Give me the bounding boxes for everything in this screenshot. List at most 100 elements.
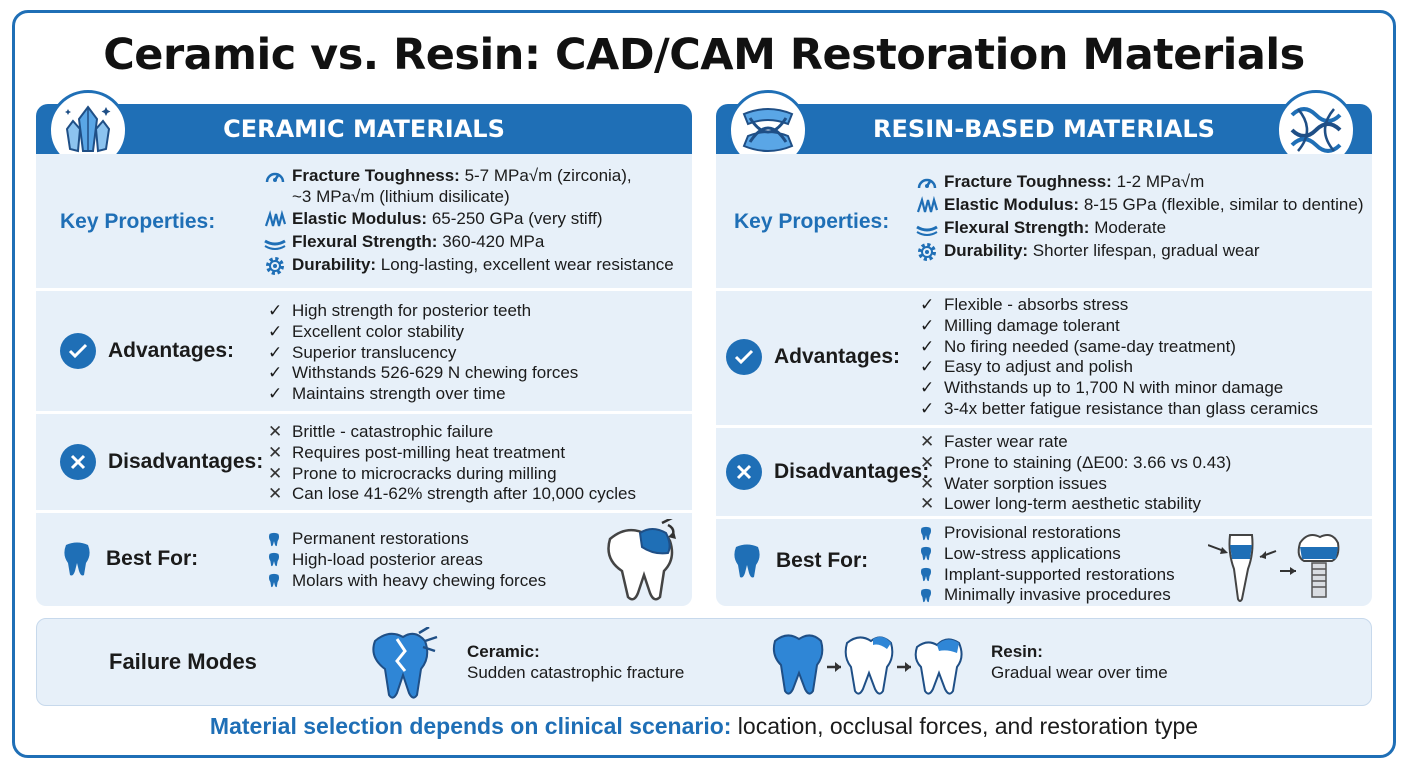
failure-resin-text: Resin: Gradual wear over time: [991, 641, 1168, 683]
ceramic-property-fracture: Fracture Toughness: 5-7 MPa√m (zirconia)…: [264, 166, 674, 208]
tooth-bullet-icon: [268, 571, 292, 591]
list-item: ✓Milling damage tolerant: [920, 316, 1318, 337]
list-item: ✕ Requires post-milling heat treatment: [268, 443, 636, 464]
check-icon: ✓: [920, 357, 935, 377]
failure-resin-desc: Gradual wear over time: [991, 663, 1168, 682]
ceramic-advantages-label: Advantages:: [60, 333, 234, 369]
resin-disadvantages-title: Disadvantages:: [774, 460, 930, 483]
gear-icon: [264, 255, 292, 277]
resin-property-elastic: Elastic Modulus: 8-15 GPa (flexible, sim…: [916, 195, 1364, 217]
list-item: ✕Prone to staining (ΔE00: 3.66 vs 0.43): [920, 453, 1231, 474]
property-value: 360-420 MPa: [442, 231, 545, 251]
list-item: ✕Brittle - catastrophic failure: [268, 422, 636, 443]
spring-icon: [264, 209, 292, 231]
list-item: Molars with heavy chewing forces: [268, 571, 546, 592]
list-item: ✓Withstands 526-629 N chewing forces: [268, 363, 578, 384]
gear-icon: [916, 241, 944, 263]
x-icon: ✕: [920, 494, 935, 514]
check-icon: ✓: [268, 342, 283, 362]
check-icon: ✓: [268, 301, 283, 320]
resin-panel: RESIN-BASED MATERIALS Key Properties: Fr…: [716, 90, 1372, 606]
tooth-icon: [732, 543, 762, 579]
disadvantage-text: Requires post-milling heat treatment: [292, 442, 566, 462]
list-item: ✕ Can lose 41-62% strength after 10,000 c…: [268, 484, 636, 505]
x-icon: ✕: [268, 442, 283, 462]
footer-lead: Material selection depends on clinical s…: [209, 713, 732, 739]
bestfor-text: Implant-supported restorations: [944, 564, 1175, 584]
resin-bestfor-list: Provisional restorations Low-stress appl…: [920, 523, 1175, 606]
list-item: ✕Lower long-term aesthetic stability: [920, 494, 1231, 515]
gauge-icon: [264, 166, 292, 188]
crowned-molar-icon: [596, 519, 686, 605]
bestfor-text: Provisional restorations: [944, 523, 1121, 542]
list-item: Low-stress applications: [920, 544, 1175, 565]
list-item: ✓High strength for posterior teeth: [268, 301, 578, 322]
ceramic-bestfor-list: Permanent restorations High-load posteri…: [268, 529, 546, 591]
fractured-tooth-icon: [369, 627, 441, 701]
check-icon: ✓: [268, 384, 283, 404]
tooth-bullet-icon: [920, 544, 944, 564]
tooth-bullet-icon: [920, 565, 944, 585]
list-item: ✓Withstands up to 1,700 N with minor dam…: [920, 378, 1318, 399]
advantage-text: Withstands up to 1,700 N with minor dama…: [944, 378, 1284, 398]
x-icon: ✕: [268, 463, 283, 483]
property-name: Flexural Strength:: [944, 218, 1090, 237]
ceramic-property-flexural: Flexural Strength: 360-420 MPa: [264, 232, 674, 254]
failure-ceramic-desc: Sudden catastrophic fracture: [467, 663, 685, 682]
advantage-text: Excellent color stability: [292, 321, 464, 341]
tooth-bullet-icon: [268, 550, 292, 570]
disadvantage-text: Prone to staining (ΔE00: 3.66 vs 0.43): [944, 452, 1232, 472]
property-value: Long-lasting, excellent wear resistance: [380, 254, 674, 274]
page-title: Ceramic vs. Resin: CAD/CAM Restoration M…: [103, 30, 1305, 80]
disadvantage-text: Can lose 41-62% strength after 10,000 cy…: [292, 484, 636, 504]
tooth-bullet-icon: [920, 523, 944, 543]
list-item: Provisional restorations: [920, 523, 1175, 544]
list-item: ✕Water sorption issues: [920, 474, 1231, 495]
advantage-text: Flexible - absorbs stress: [944, 295, 1129, 314]
property-name: Elastic Modulus:: [292, 208, 428, 228]
advantage-text: Superior translucency: [292, 342, 457, 362]
list-item: ✓Excellent color stability: [268, 322, 578, 343]
check-icon: ✓: [920, 398, 935, 418]
check-icon: ✓: [920, 295, 935, 314]
property-name: Durability:: [292, 254, 377, 274]
bestfor-text: Molars with heavy chewing forces: [292, 570, 547, 590]
bend-icon: [264, 232, 292, 254]
property-name: Elastic Modulus:: [944, 195, 1080, 214]
ceramic-property-elastic: Elastic Modulus: 65-250 GPa (very stiff): [264, 209, 674, 231]
check-icon: ✓: [268, 363, 283, 383]
property-name: Durability:: [944, 241, 1029, 260]
disadvantage-text: Faster wear rate: [944, 432, 1068, 451]
footer-note: Material selection depends on clinical s…: [0, 713, 1408, 740]
property-value: Shorter lifespan, gradual wear: [1032, 241, 1260, 260]
tooth-bullet-icon: [268, 529, 292, 549]
bestfor-text: Low-stress applications: [944, 543, 1121, 563]
bestfor-text: Permanent restorations: [292, 529, 469, 548]
wear-progression-icon: [771, 629, 981, 699]
footer-rest: location, occlusal forces, and restorati…: [731, 713, 1199, 739]
ceramic-advantages-title: Advantages:: [108, 339, 235, 362]
advantage-text: Milling damage tolerant: [944, 315, 1120, 335]
resin-disadvantages-label: Disadvantages:: [726, 454, 929, 490]
ceramic-properties-list: Fracture Toughness: 5-7 MPa√m (zirconia)…: [264, 166, 674, 278]
bend-icon: [916, 218, 944, 240]
failure-resin-label: Resin:: [991, 642, 1043, 661]
ceramic-disadvantages-label: Disadvantages:: [60, 444, 263, 480]
ceramic-disadvantages-title: Disadvantages:: [108, 450, 264, 473]
resin-properties-list: Fracture Toughness: 1-2 MPa√m Elastic Mo…: [916, 172, 1364, 264]
disadvantage-text: Brittle - catastrophic failure: [292, 422, 494, 441]
advantage-text: 3-4x better fatigue resistance than glas…: [944, 398, 1319, 418]
resin-properties-section: Key Properties: Fracture Toughness: 1-2 …: [716, 154, 1372, 288]
advantage-text: Maintains strength over time: [292, 384, 506, 404]
resin-property-durability: Durability: Shorter lifespan, gradual we…: [916, 241, 1364, 263]
ceramic-bestfor-title: Best For:: [106, 547, 199, 570]
check-circle-icon: [60, 333, 96, 369]
property-name: Fracture Toughness:: [944, 172, 1112, 191]
x-icon: ✕: [920, 432, 935, 451]
list-item: ✕ Faster wear rate: [920, 432, 1231, 453]
property-value: 5-7 MPa√m (zirconia),: [464, 166, 632, 185]
x-icon: ✕: [268, 484, 283, 504]
resin-properties-label: Key Properties:: [734, 210, 890, 233]
disadvantage-text: Water sorption issues: [944, 473, 1107, 493]
failure-modes-title: Failure Modes: [109, 649, 257, 674]
